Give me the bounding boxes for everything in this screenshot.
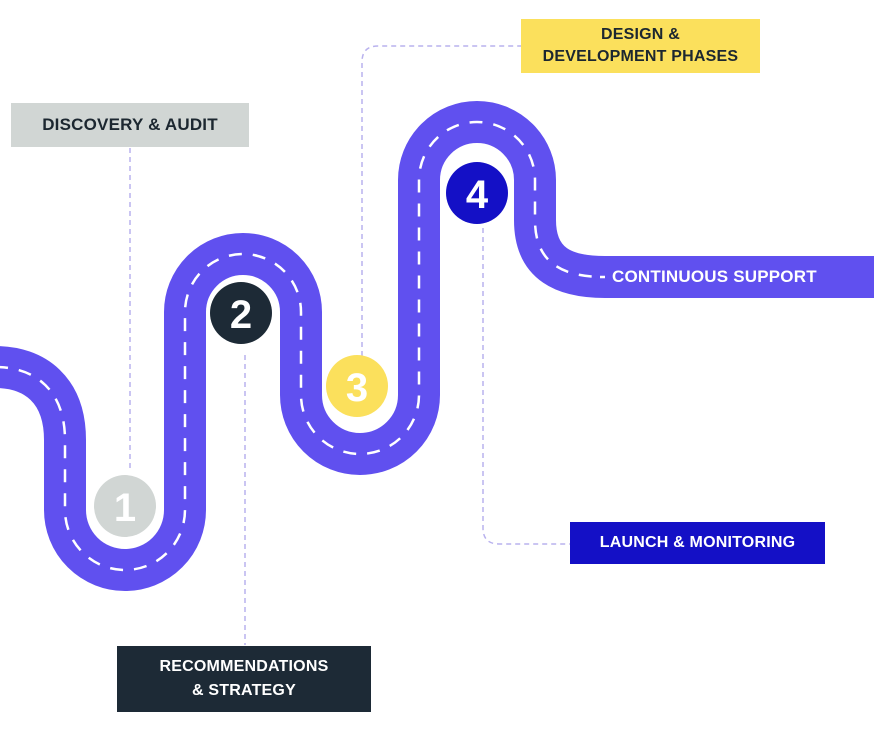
stage-marker-3: 3 bbox=[326, 355, 388, 417]
label-design-development: DESIGN & DEVELOPMENT PHASES bbox=[521, 19, 760, 73]
stage-number-1: 1 bbox=[114, 486, 136, 530]
connector-lines bbox=[129, 45, 570, 645]
connector-launch bbox=[482, 228, 570, 545]
stage-number-2: 2 bbox=[230, 293, 252, 337]
stage-number-4: 4 bbox=[466, 173, 489, 217]
label-design-development-text: DESIGN & DEVELOPMENT PHASES bbox=[542, 26, 739, 65]
label-continuous-support: CONTINUOUS SUPPORT bbox=[612, 267, 817, 286]
label-recommendations-strategy-text: RECOMMENDATIONS & STRATEGY bbox=[159, 658, 329, 699]
label-recommendations-strategy: RECOMMENDATIONS & STRATEGY bbox=[117, 646, 371, 712]
label-discovery-audit: DISCOVERY & AUDIT bbox=[11, 103, 249, 147]
label-launch-monitoring-text: LAUNCH & MONITORING bbox=[599, 534, 796, 551]
label-discovery-audit-text: DISCOVERY & AUDIT bbox=[42, 115, 218, 134]
connector-design bbox=[361, 45, 521, 356]
stage-marker-1: 1 bbox=[94, 475, 156, 537]
stage-marker-4: 4 bbox=[446, 162, 508, 224]
road-center-dashes bbox=[0, 120, 606, 572]
stage-number-3: 3 bbox=[346, 366, 368, 410]
label-launch-monitoring: LAUNCH & MONITORING bbox=[570, 522, 825, 564]
stage-marker-2: 2 bbox=[210, 282, 272, 344]
